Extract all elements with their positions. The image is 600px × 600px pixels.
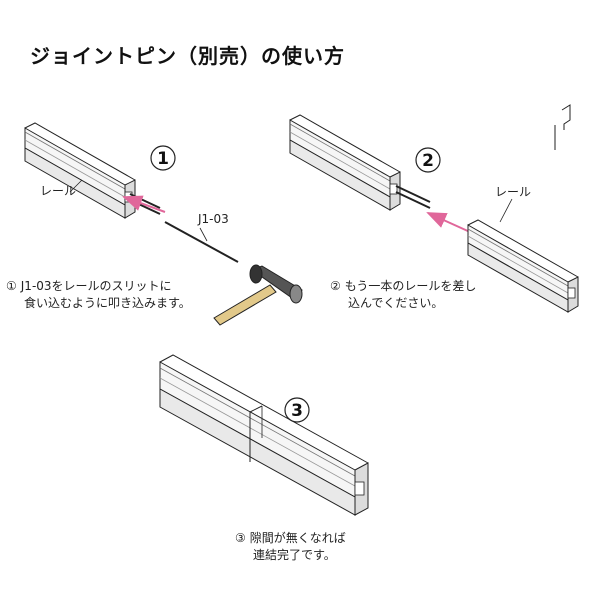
step3-diagram: 3 xyxy=(159,354,369,516)
step1-number-badge xyxy=(150,145,176,171)
step2-number-badge xyxy=(415,147,441,173)
step1-arrow xyxy=(122,195,166,213)
step2-arrow xyxy=(426,212,471,233)
step3-caption-number: ③ xyxy=(235,531,246,545)
step1-rail xyxy=(24,122,136,219)
step1-rail-label: レール xyxy=(40,184,76,198)
step2-caption-number: ② xyxy=(330,279,341,293)
step1-caption-line2: 食い込むように叩き込みます。 xyxy=(24,296,191,310)
step1-number: 1 xyxy=(157,149,169,169)
step3-number: 3 xyxy=(291,401,303,421)
step1-pin-label: J1-03 xyxy=(197,212,229,226)
step3-caption-line1: 隙間が無くなれば xyxy=(249,531,346,545)
step2-number: 2 xyxy=(422,151,434,171)
step2-left-rail xyxy=(289,114,401,211)
step1-caption-number: ① xyxy=(6,279,17,293)
step3-number-badge xyxy=(284,397,310,423)
joint-seam xyxy=(249,405,263,413)
step2-diagram: レール 2 xyxy=(289,104,579,313)
step1-pin xyxy=(164,221,239,263)
page-title: ジョイントピン（別売）の使い方 xyxy=(30,44,345,68)
step2-caption-line2: 込んでください。 xyxy=(348,296,444,310)
step1-caption-line1: J1-03をレールのスリットに xyxy=(20,279,172,293)
step2-caption-line1: もう一本のレールを差し xyxy=(344,279,477,293)
step2-rail-label: レール xyxy=(495,185,531,199)
step3-caption-line2: 連結完了です。 xyxy=(253,548,336,562)
step2-right-rail xyxy=(467,219,579,313)
rail-profile-icon xyxy=(554,104,571,150)
hammer-icon xyxy=(213,264,303,326)
step1-diagram: J1-03 レール 1 xyxy=(24,122,303,326)
